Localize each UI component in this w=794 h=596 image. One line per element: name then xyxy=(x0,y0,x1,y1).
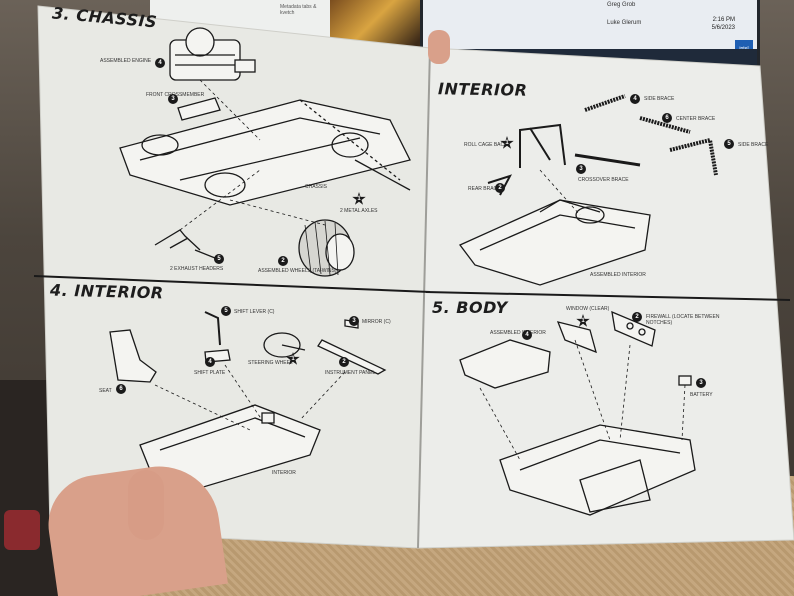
callout-roll-cage-back: ROLL CAGE BACK xyxy=(464,142,508,148)
badge-3: 3 xyxy=(696,378,706,388)
callout-mirror: MIRROR (C) xyxy=(362,319,391,325)
monitor-clock-time: 2:16 PM xyxy=(712,17,735,23)
badge-5: 5 xyxy=(214,254,224,264)
callout-steering-wheel: STEERING WHEEL xyxy=(248,360,293,366)
callout-window: WINDOW (Clear) xyxy=(566,306,610,312)
callout-rear-brace: REAR BRACE xyxy=(468,186,501,192)
step-title-interior: INTERIOR xyxy=(437,79,528,100)
monitor-chat-row: Luke Glerum xyxy=(607,20,642,26)
callout-side-brace: SIDE BRACE xyxy=(644,96,675,102)
badge-2: 2 xyxy=(339,357,349,367)
callout-assembled-interior-5: ASSEMBLED INTERIOR xyxy=(490,330,546,336)
badge-3: 3 xyxy=(576,164,586,174)
badge-4: 4 xyxy=(155,58,165,68)
callout-metal-axles: 2 METAL AXLES xyxy=(340,208,378,214)
background-paper: Metadata tabs & kvetch xyxy=(150,0,330,42)
background-photo xyxy=(330,0,430,62)
hand-top-right xyxy=(428,30,450,64)
callout-assembled-interior: ASSEMBLED INTERIOR xyxy=(590,272,646,278)
callout-exhaust-headers: 2 EXHAUST HEADERS xyxy=(170,266,224,272)
callout-assembled-engine: ASSEMBLED ENGINE xyxy=(100,58,152,64)
callout-center-brace: CENTER BRACE xyxy=(676,116,716,122)
badge-2: 2 xyxy=(495,183,505,193)
callout-assembled-wheels: ASSEMBLED WHEELS (TA-wins) xyxy=(258,268,337,274)
background-paper-text: Metadata tabs & kvetch xyxy=(280,4,317,16)
callout-side-brace-2: SIDE BRACE xyxy=(738,142,769,148)
callout-battery: BATTERY xyxy=(690,392,713,398)
callout-firewall: FIREWALL (Locate between notches) xyxy=(646,314,720,326)
step-title-body: 5. BODY xyxy=(432,298,508,317)
badge-4: 4 xyxy=(522,330,532,340)
callout-shift-lever: SHIFT LEVER (C) xyxy=(234,309,275,315)
callout-interior: INTERIOR xyxy=(272,470,296,476)
monitor-clock-date: 5/6/2023 xyxy=(711,25,735,31)
callout-instrument-panel: INSTRUMENT PANEL xyxy=(325,370,376,376)
callout-seat: SEAT xyxy=(99,388,112,394)
badge-4: 4 xyxy=(205,357,215,367)
badge-2: 2 xyxy=(632,312,642,322)
callout-chassis: CHASSIS xyxy=(305,184,327,190)
badge-6: 6 xyxy=(662,113,672,123)
badge-5: 5 xyxy=(221,306,231,316)
monitor-chat-row: Greg Grob xyxy=(607,2,636,8)
badge-6: 6 xyxy=(116,384,126,394)
step-title-interior-step4: 4. INTERIOR xyxy=(49,280,164,303)
badge-3: 3 xyxy=(349,316,359,326)
callout-crossover-brace: CROSSOVER BRACE xyxy=(578,177,629,183)
badge-3: 3 xyxy=(168,94,178,104)
badge-2: 2 xyxy=(278,256,288,266)
red-object xyxy=(4,510,40,550)
monitor-taskbar xyxy=(423,49,757,65)
background-monitor: Greg Grob Luke Glerum 2:16 PM 5/6/2023 i… xyxy=(420,0,760,68)
callout-shift-plate: SHIFT PLATE xyxy=(194,370,226,376)
thumb xyxy=(128,470,164,540)
badge-4: 4 xyxy=(630,94,640,104)
badge-5: 5 xyxy=(724,139,734,149)
monitor-clock: 2:16 PM 5/6/2023 xyxy=(712,16,735,32)
side-object xyxy=(0,380,60,596)
